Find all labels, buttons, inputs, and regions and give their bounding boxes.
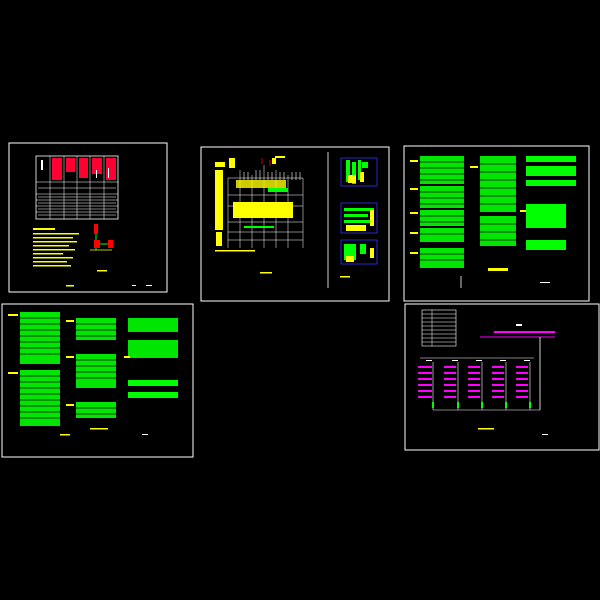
- grounding-detail: [90, 224, 113, 251]
- circuit-list-right: [128, 318, 178, 398]
- main-bus: [480, 324, 555, 410]
- sheet-2-frame: [200, 146, 390, 302]
- floor-feeders: [418, 366, 528, 398]
- sheet-3-frame: [403, 145, 590, 302]
- distribution-blocks-middle: [480, 156, 516, 271]
- circuit-list-middle: [76, 318, 116, 418]
- sheet-2[interactable]: [200, 146, 390, 302]
- legend-table: [421, 309, 457, 347]
- circuit-list-left: [20, 312, 60, 426]
- sheet-1-frame: [8, 142, 168, 293]
- notes-block: [33, 228, 79, 267]
- detail-symbols: [340, 157, 378, 265]
- sheet-5[interactable]: [404, 303, 600, 451]
- sheet-4[interactable]: [1, 303, 194, 458]
- sheet-3[interactable]: [403, 145, 590, 302]
- sheet-4-frame: [1, 303, 194, 458]
- sheet-1[interactable]: [8, 142, 168, 293]
- panel-cells: [52, 158, 116, 180]
- sheet-5-frame: [404, 303, 600, 451]
- distribution-blocks-right: [526, 156, 576, 250]
- distribution-blocks-left: [420, 156, 464, 268]
